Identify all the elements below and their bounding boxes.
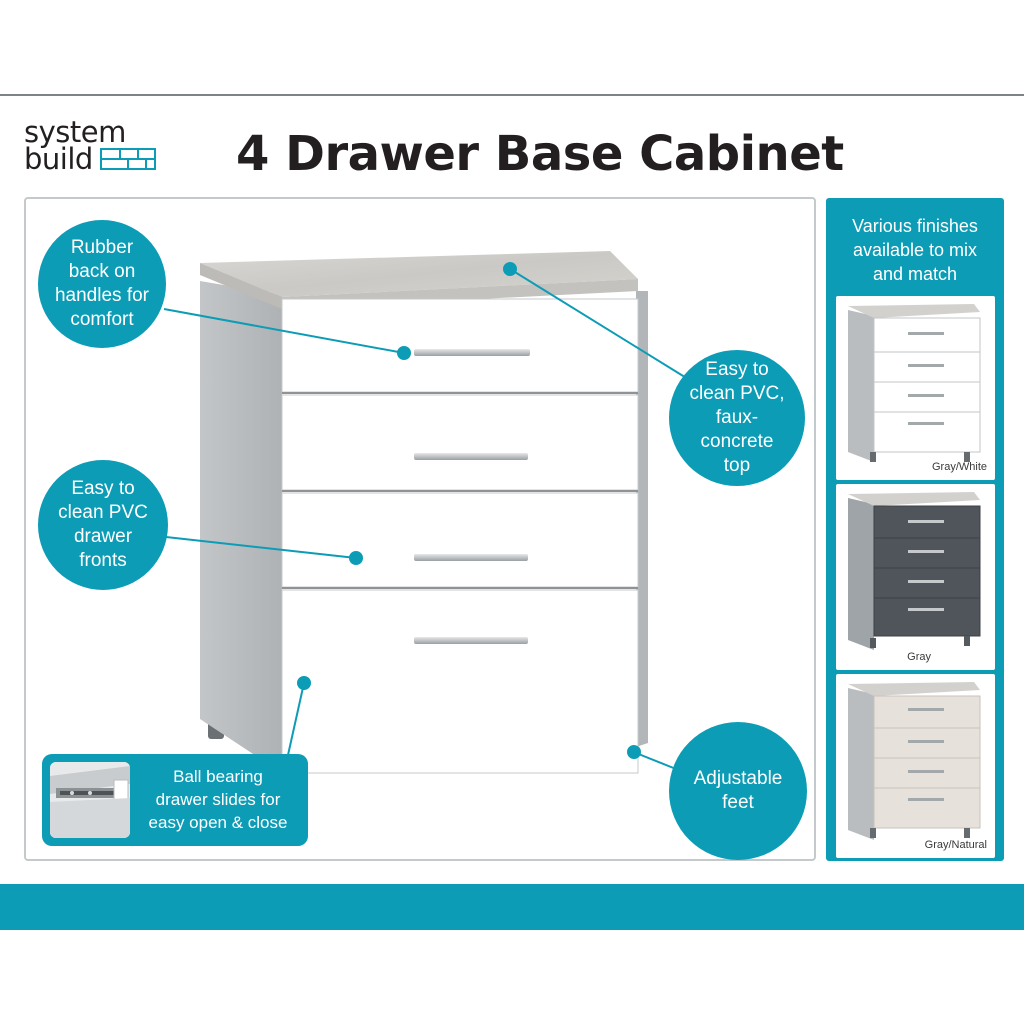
cabinet-illustration [163,251,689,774]
handle-1 [414,349,530,356]
footer-bar [0,884,1024,930]
handle-3 [414,554,528,561]
drawer-3 [281,492,639,588]
cabinet-top [200,251,638,297]
finish-card-gray-natural: Gray/Natural [836,674,995,858]
brand-logo: system build [24,118,164,180]
drawer-1 [281,298,639,393]
brand-line-1: system [24,115,126,149]
page-title: 4 Drawer Base Cabinet [236,126,844,182]
callout-lines [163,262,689,770]
callout-drawer-fronts: Easy to clean PVC drawer fronts [38,460,168,590]
cabinet-side [200,281,282,773]
callout-handles: Rubber back on handles for comfort [38,220,166,348]
callout-top: Easy to clean PVC, faux- concrete top [669,350,805,486]
brand-line-2: build [24,142,93,176]
finish-cabinet-gray [848,492,981,650]
callout-feet: Adjustable feet [669,722,807,860]
handle-4 [414,637,528,644]
drawer-slide-thumbnail [50,762,130,838]
finishes-title: Various finishes available to mix and ma… [852,216,978,284]
handle-2 [414,453,528,460]
cabinet-top-edge [200,263,282,309]
finish-card-gray: Gray [836,484,995,670]
brand-grid-icon [100,148,156,170]
drawer-slide-icon [50,762,130,838]
page-frame [0,94,1024,930]
finish-cabinet-gray-white [848,304,981,462]
finish-cabinet-gray-natural [848,682,981,840]
drawer-2 [281,394,639,491]
cabinet-drawers [281,298,639,774]
finish-label-gray-natural: Gray/Natural [924,839,987,851]
drawer-4 [281,589,639,774]
cabinet-right-edge [636,291,648,747]
finish-label-gray-white: Gray/White [931,461,987,473]
drawer-handles [414,349,530,644]
finish-label-gray: Gray [907,651,931,663]
finish-card-gray-white: Gray/White [836,296,995,480]
slides-callout-text: Ball bearing drawer slides for easy open… [148,767,288,832]
